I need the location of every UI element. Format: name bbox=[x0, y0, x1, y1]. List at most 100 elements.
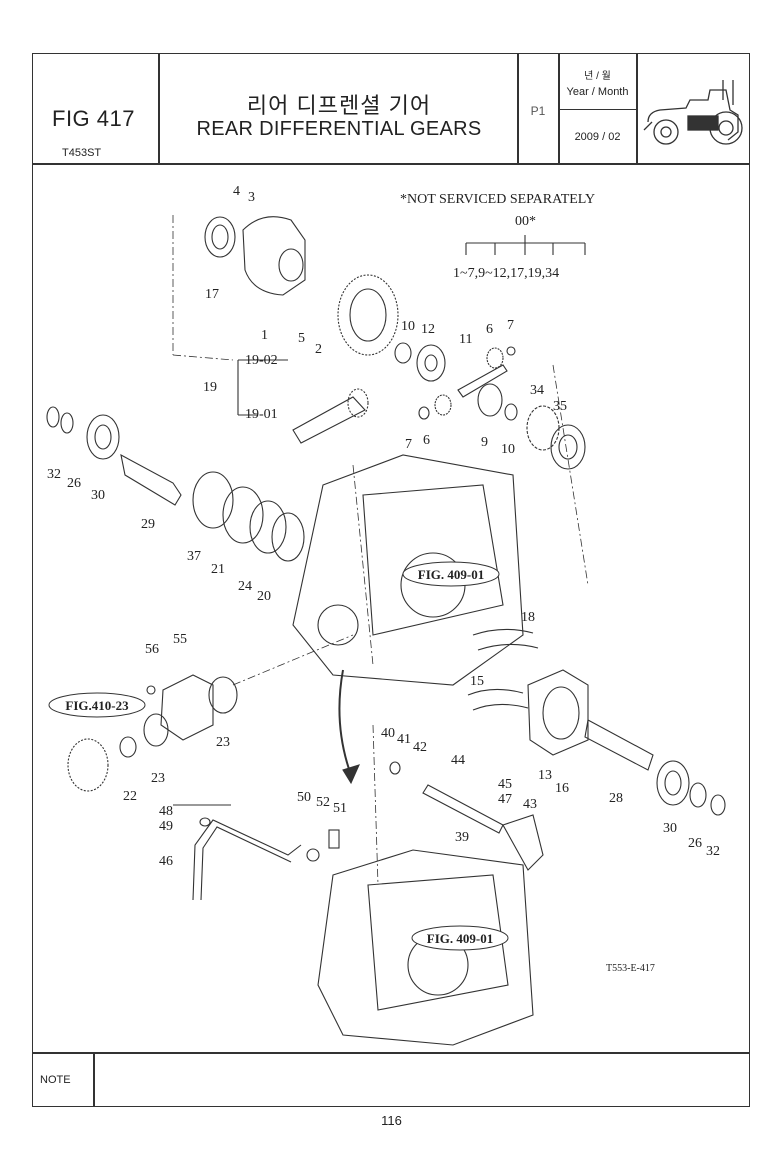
svg-text:35: 35 bbox=[553, 399, 567, 414]
svg-text:51: 51 bbox=[333, 801, 347, 816]
svg-text:50: 50 bbox=[297, 790, 311, 805]
svg-text:41: 41 bbox=[397, 732, 411, 747]
svg-text:52: 52 bbox=[316, 795, 330, 810]
title-english: REAR DIFFERENTIAL GEARS bbox=[196, 118, 482, 140]
svg-text:45: 45 bbox=[498, 777, 512, 792]
svg-text:23: 23 bbox=[216, 735, 230, 750]
svg-text:21: 21 bbox=[211, 562, 225, 577]
svg-text:12: 12 bbox=[421, 322, 435, 337]
svg-text:15: 15 bbox=[470, 674, 484, 689]
svg-text:7: 7 bbox=[507, 318, 514, 333]
header-divider-v1 bbox=[158, 53, 160, 164]
svg-text:29: 29 bbox=[141, 517, 155, 532]
title-korean: 리어 디프렌셜 기어 bbox=[246, 93, 432, 118]
svg-text:30: 30 bbox=[91, 488, 105, 503]
fig-ref-409-01-lower: FIG. 409-01 bbox=[427, 931, 493, 946]
svg-text:22: 22 bbox=[123, 789, 137, 804]
header-divider bbox=[32, 163, 750, 165]
svg-text:13: 13 bbox=[538, 768, 552, 783]
svg-text:3: 3 bbox=[248, 190, 255, 205]
bearing-30 bbox=[86, 414, 120, 460]
gear-fig410 bbox=[67, 738, 109, 792]
svg-text:19-02: 19-02 bbox=[245, 353, 278, 368]
axle-28 bbox=[584, 719, 654, 771]
svg-text:9: 9 bbox=[481, 435, 488, 450]
svg-text:17: 17 bbox=[205, 287, 219, 302]
svg-text:26: 26 bbox=[67, 476, 81, 491]
note-divider bbox=[32, 1052, 750, 1054]
header-divider-v2 bbox=[517, 53, 519, 164]
svg-text:30: 30 bbox=[663, 821, 677, 836]
bearing-17 bbox=[204, 216, 236, 258]
shift-fork-43 bbox=[502, 814, 544, 871]
svg-text:55: 55 bbox=[173, 632, 187, 647]
fig-number: FIG 417 bbox=[52, 106, 135, 131]
svg-text:5: 5 bbox=[298, 331, 305, 346]
year-month-value: 2009 / 02 bbox=[574, 131, 621, 143]
svg-text:56: 56 bbox=[145, 642, 159, 657]
svg-text:6: 6 bbox=[486, 322, 493, 337]
svg-text:16: 16 bbox=[555, 781, 569, 796]
svg-text:19: 19 bbox=[203, 380, 217, 395]
svg-text:44: 44 bbox=[451, 753, 465, 768]
svg-text:11: 11 bbox=[459, 332, 472, 347]
fig-ref-409-01-upper: FIG. 409-01 bbox=[418, 567, 484, 582]
flange-55 bbox=[160, 674, 214, 741]
shaft-11 bbox=[457, 364, 508, 398]
svg-text:32: 32 bbox=[706, 844, 720, 859]
svg-text:40: 40 bbox=[381, 726, 395, 741]
svg-text:7: 7 bbox=[405, 437, 412, 452]
svg-text:48: 48 bbox=[159, 804, 173, 819]
svg-text:39: 39 bbox=[455, 830, 469, 845]
drawing-code: T553-E-417 bbox=[606, 963, 655, 974]
svg-text:42: 42 bbox=[413, 740, 427, 755]
not-serviced-note: *NOT SERVICED SEPARATELY bbox=[400, 192, 595, 207]
diff-case-1 bbox=[242, 216, 306, 296]
svg-text:18: 18 bbox=[521, 610, 535, 625]
shaft-29 bbox=[120, 453, 182, 506]
tractor-logo bbox=[643, 80, 743, 145]
shift-rod-39 bbox=[422, 784, 504, 834]
svg-text:20: 20 bbox=[257, 589, 271, 604]
svg-text:10: 10 bbox=[401, 319, 415, 334]
pinion-shaft bbox=[292, 396, 366, 444]
svg-text:26: 26 bbox=[688, 836, 702, 851]
svg-text:43: 43 bbox=[523, 797, 537, 812]
svg-text:24: 24 bbox=[238, 579, 252, 594]
not-serviced-code: 00* bbox=[515, 214, 536, 229]
svg-text:49: 49 bbox=[159, 819, 173, 834]
svg-text:47: 47 bbox=[498, 792, 512, 807]
gear-12 bbox=[416, 344, 446, 382]
exploded-drawing: *NOT SERVICED SEPARATELY 00* 1~7,9~12,17… bbox=[46, 184, 726, 1046]
gear-9 bbox=[477, 383, 503, 417]
year-month-korean: 년 / 월 bbox=[584, 71, 611, 82]
svg-text:34: 34 bbox=[530, 383, 544, 398]
svg-text:37: 37 bbox=[187, 549, 201, 564]
svg-text:28: 28 bbox=[609, 791, 623, 806]
ring-gear bbox=[337, 274, 399, 356]
svg-text:46: 46 bbox=[159, 854, 173, 869]
page-code: P1 bbox=[530, 104, 546, 118]
model-code: T453ST bbox=[62, 147, 102, 159]
bearing-35 bbox=[550, 424, 586, 470]
year-month-label: Year / Month bbox=[566, 86, 629, 98]
note-divider-v bbox=[93, 1052, 95, 1107]
fig-ref-410-23: FIG.410-23 bbox=[65, 698, 129, 713]
transmission-housing-upper bbox=[292, 454, 524, 686]
page-number: 116 bbox=[381, 1113, 402, 1128]
svg-text:4: 4 bbox=[233, 184, 240, 199]
not-serviced-items: 1~7,9~12,17,19,34 bbox=[453, 266, 559, 281]
svg-text:6: 6 bbox=[423, 433, 430, 448]
page-frame bbox=[32, 53, 750, 1107]
svg-text:2: 2 bbox=[315, 342, 322, 357]
header-divider-v4 bbox=[636, 53, 638, 164]
header-divider-v3 bbox=[558, 53, 560, 164]
svg-text:23: 23 bbox=[151, 771, 165, 786]
svg-text:1: 1 bbox=[261, 328, 268, 343]
transmission-housing-lower bbox=[317, 849, 534, 1046]
note-label: NOTE bbox=[40, 1074, 71, 1086]
svg-text:10: 10 bbox=[501, 442, 515, 457]
pipe-46 bbox=[192, 819, 302, 901]
bearing-housing-13 bbox=[527, 669, 589, 756]
date-divider bbox=[559, 109, 636, 110]
